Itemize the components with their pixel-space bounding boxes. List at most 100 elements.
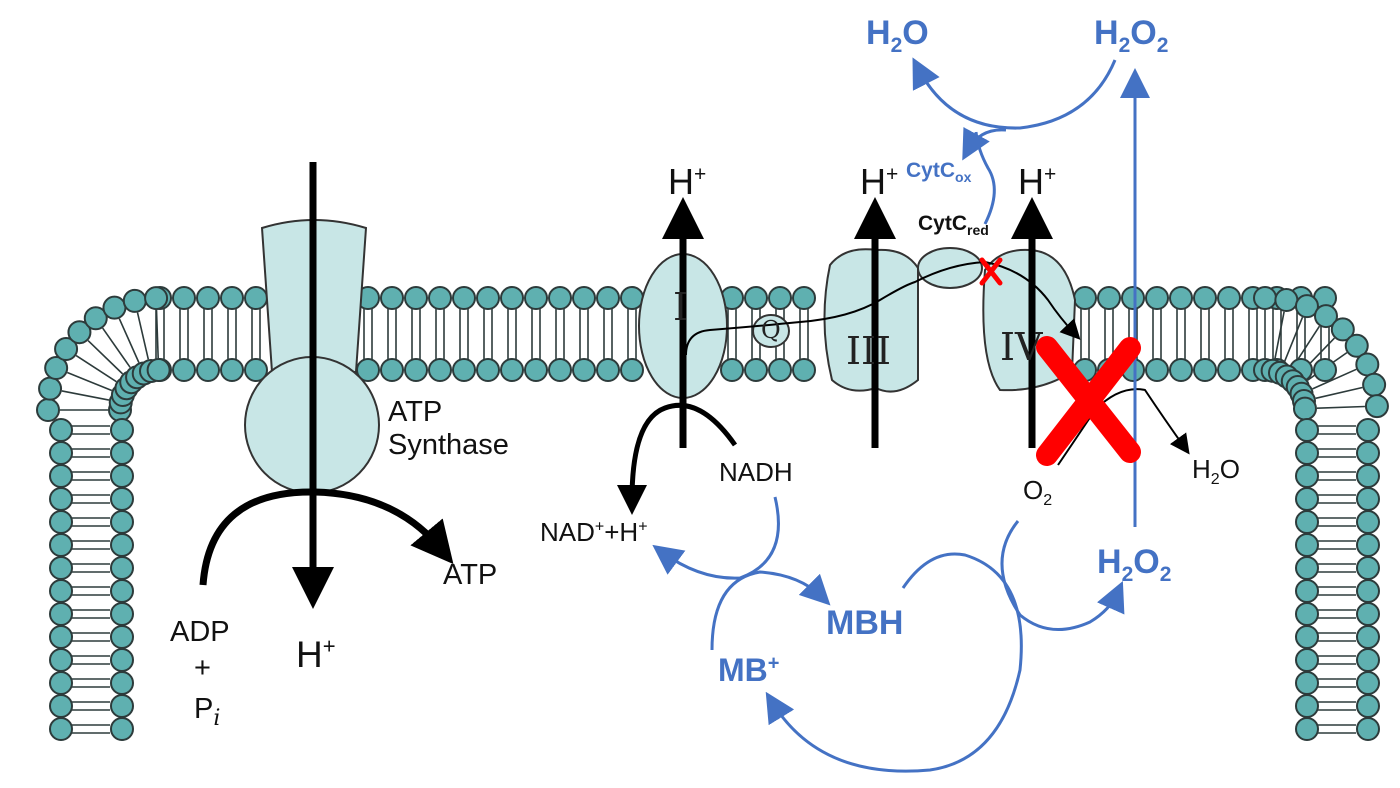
lipid-head	[768, 358, 792, 382]
lipid-head	[1097, 286, 1121, 310]
lipid-head	[36, 398, 60, 422]
lipid-head	[1356, 418, 1380, 442]
h-plus-complex-iv-label: H+	[1018, 161, 1057, 202]
lipid-head	[1295, 717, 1319, 741]
lipid-head	[476, 358, 500, 382]
lipid-tail	[136, 312, 150, 360]
lipid-bilayer	[36, 286, 1389, 741]
lipid-head	[144, 286, 169, 311]
mbh-label: MBH	[826, 604, 904, 642]
lipid-head	[1295, 510, 1319, 534]
lipid-head	[500, 358, 524, 382]
lipid-head	[1356, 579, 1380, 603]
lipid-head	[110, 625, 134, 649]
atp-label: ATP	[443, 559, 498, 591]
h-plus-synthase-label: H+	[296, 633, 336, 675]
o2-label: O2	[1023, 475, 1053, 510]
lipid-head	[110, 533, 134, 557]
lipid-head	[49, 602, 73, 626]
lipid-head	[1295, 625, 1319, 649]
h2o-top-label: H2O	[866, 14, 929, 57]
o2-to-h2o2-arc	[1000, 520, 1125, 632]
lipid-head	[1356, 464, 1380, 488]
lipid-head	[404, 358, 428, 382]
lipid-tail	[101, 327, 131, 368]
lipid-head	[1073, 286, 1097, 310]
lipid-head	[110, 717, 134, 741]
lipid-head	[744, 286, 768, 310]
lipid-head	[1217, 358, 1241, 382]
lipid-head	[49, 648, 73, 672]
lipid-head	[110, 418, 134, 442]
lipid-head	[110, 671, 134, 695]
lipid-head	[49, 671, 73, 695]
nadh-to-mb-arc	[652, 496, 780, 580]
cytc-ox-to-red-arrow	[974, 131, 996, 225]
lipid-head	[49, 487, 73, 511]
h-plus-complex-iii-label: H+	[860, 161, 899, 202]
cytc-ox-label: CytCox	[906, 159, 972, 186]
complex-i-label: I	[673, 285, 689, 329]
lipid-head	[1344, 333, 1369, 358]
lipid-tail	[1316, 405, 1365, 409]
lipid-head	[524, 286, 548, 310]
lipid-head	[172, 358, 196, 382]
lipid-head	[1274, 288, 1299, 313]
lipid-head	[720, 358, 744, 382]
lipid-head	[110, 556, 134, 580]
quinone-label: Q	[761, 316, 781, 344]
lipid-head	[1356, 694, 1380, 718]
lipid-tail	[155, 310, 159, 359]
lipid-head	[768, 286, 792, 310]
lipid-head	[792, 286, 816, 310]
lipid-tail	[87, 339, 124, 375]
lipid-head	[1355, 352, 1380, 377]
lipid-head	[110, 648, 134, 672]
lipid-head	[1330, 317, 1355, 342]
o2-to-h2o-arrow	[1057, 388, 1190, 466]
blue-arrows	[652, 57, 1150, 773]
lipid-tail	[1315, 386, 1363, 400]
lipid-head	[1295, 602, 1319, 626]
lipid-tail	[66, 371, 113, 392]
lipid-head	[1356, 671, 1380, 695]
lipid-head	[1313, 358, 1337, 382]
lipid-head	[110, 602, 134, 626]
lipid-head	[38, 376, 63, 401]
lipid-head	[1295, 418, 1319, 442]
lipid-head	[1193, 286, 1217, 310]
lipid-head	[1294, 294, 1319, 319]
lipid-head	[1295, 556, 1319, 580]
lipid-head	[596, 286, 620, 310]
lipid-head	[49, 441, 73, 465]
lipid-head	[122, 288, 147, 313]
lipid-head	[220, 286, 244, 310]
lipid-head	[620, 358, 644, 382]
lipid-head	[1295, 441, 1319, 465]
lipid-head	[428, 358, 452, 382]
lipid-head	[44, 356, 69, 381]
lipid-head	[792, 358, 816, 382]
lipid-head	[110, 694, 134, 718]
h2o2-middle-label: H2O2	[1097, 543, 1172, 586]
lipid-head	[1364, 394, 1389, 419]
lipid-head	[49, 533, 73, 557]
lipid-head	[220, 358, 244, 382]
lipid-head	[102, 295, 127, 320]
lipid-head	[244, 286, 268, 310]
lipid-head	[1292, 396, 1317, 421]
lipid-head	[1313, 304, 1338, 329]
pi-label: Pi	[194, 693, 221, 731]
lipid-head	[49, 717, 73, 741]
lipid-head	[196, 286, 220, 310]
lipid-tail	[75, 354, 117, 383]
lipid-head	[1295, 671, 1319, 695]
lipid-head	[1356, 556, 1380, 580]
mb-plus-label: MB+	[718, 652, 780, 688]
adp-label: ADP	[170, 616, 230, 648]
cytc-red-label: CytCred	[918, 212, 989, 239]
lipid-tail	[1274, 311, 1285, 360]
lipid-head	[110, 487, 134, 511]
